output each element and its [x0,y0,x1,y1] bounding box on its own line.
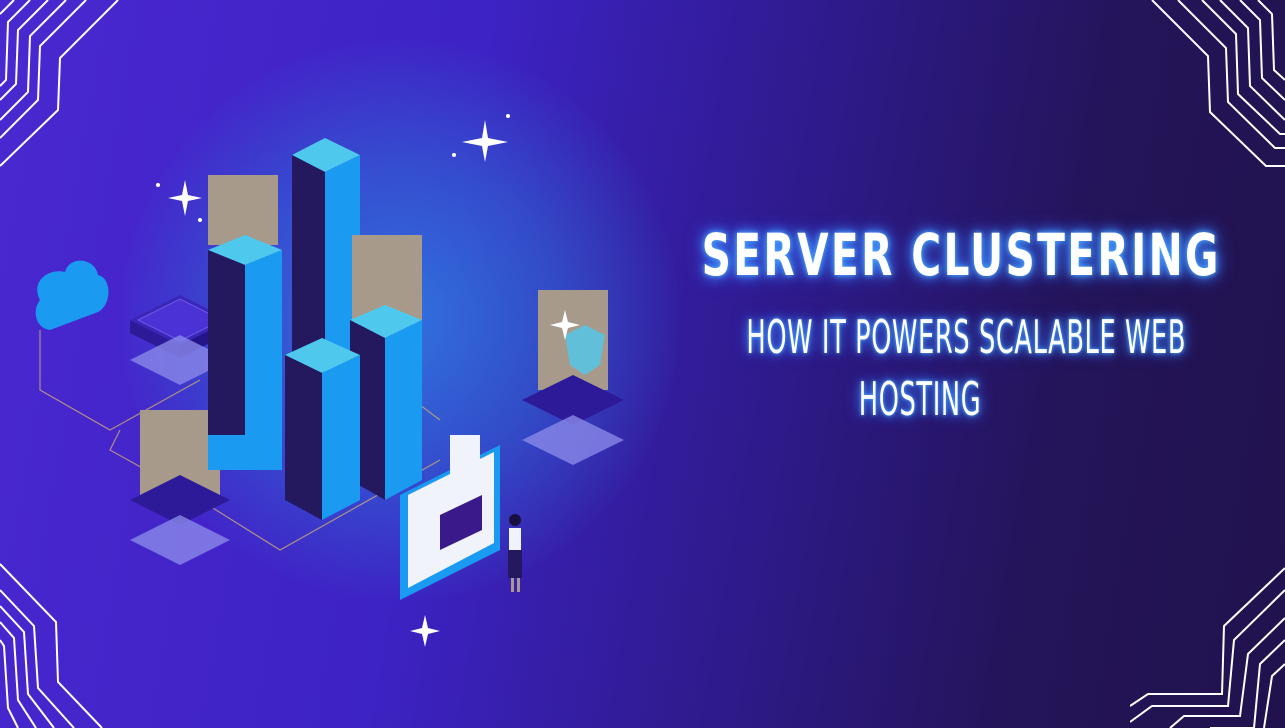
sparkle-icon [156,114,580,647]
server-tower [350,235,422,500]
server-pedestal [130,295,230,385]
cloud-icon [35,260,109,330]
page-subtitle: HOW IT POWERS SCALABLE WEB HOSTING [746,306,1187,430]
title-block: SERVER CLUSTERING HOW IT POWERS SCALABLE… [640,221,1221,430]
person-figure [508,514,522,592]
shield-lock-icon [565,325,605,375]
page-title: SERVER CLUSTERING [701,221,1221,289]
server-tower [285,338,360,520]
server-tower [208,175,282,470]
server-pedestal [522,290,624,465]
server-tower [292,138,360,390]
server-cluster-illustration [35,114,624,647]
circuit-lines-top-right-icon [1151,0,1285,167]
circuit-lines-bottom-right-icon [1130,567,1285,728]
monitor-with-envelope [400,435,500,600]
server-pedestal [130,410,230,565]
subtitle-line-1: HOW IT POWERS SCALABLE WEB [746,310,1187,364]
subtitle-line-2: HOSTING [858,372,982,426]
circuit-lines-bottom-left-icon [0,563,103,728]
circuit-lines-top-left-icon [0,0,119,167]
